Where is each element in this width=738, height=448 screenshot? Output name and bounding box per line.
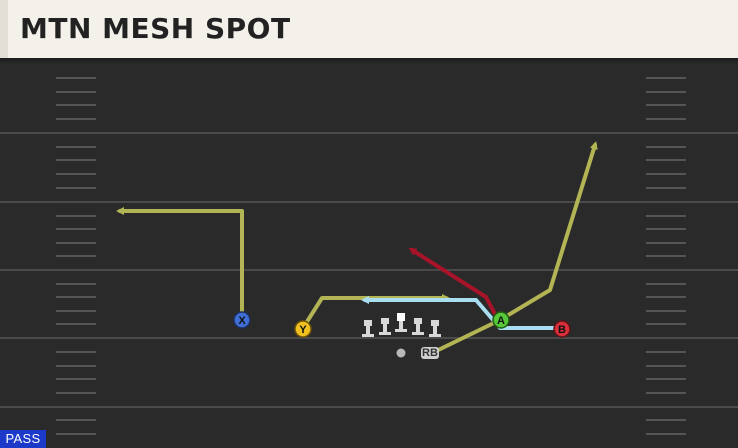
center-icon [395, 313, 407, 332]
player-a-label: A [497, 315, 505, 327]
player-b-marker: B [553, 320, 571, 338]
route-b-mesh [361, 296, 563, 330]
play-type-badge: PASS [0, 430, 46, 448]
hash-marks-right [646, 77, 686, 435]
hash-marks-left [56, 77, 96, 435]
header-accent [0, 0, 8, 62]
route-rb-wheel [428, 141, 598, 356]
player-y-label: Y [299, 324, 307, 336]
rb-label: RB [422, 347, 438, 359]
play-header: MTN MESH SPOT [0, 0, 738, 62]
lineman-icon [429, 320, 441, 337]
lineman-icon [412, 318, 424, 335]
player-a-marker: A [492, 311, 510, 329]
route-x-corner [116, 207, 244, 320]
route-a-spot [408, 247, 498, 318]
player-x-marker: X [233, 311, 251, 329]
player-b-label: B [558, 324, 566, 336]
player-x-label: X [238, 315, 246, 327]
quarterback-marker [396, 348, 406, 358]
lineman-icon [379, 318, 391, 335]
routes [116, 141, 598, 356]
player-y-marker: Y [294, 320, 312, 338]
offensive-line [362, 313, 441, 337]
rb-marker: RB [421, 347, 439, 359]
yard-lines [0, 132, 738, 408]
play-title: MTN MESH SPOT [20, 12, 291, 45]
lineman-icon [362, 320, 374, 337]
header-shadow [0, 58, 738, 64]
